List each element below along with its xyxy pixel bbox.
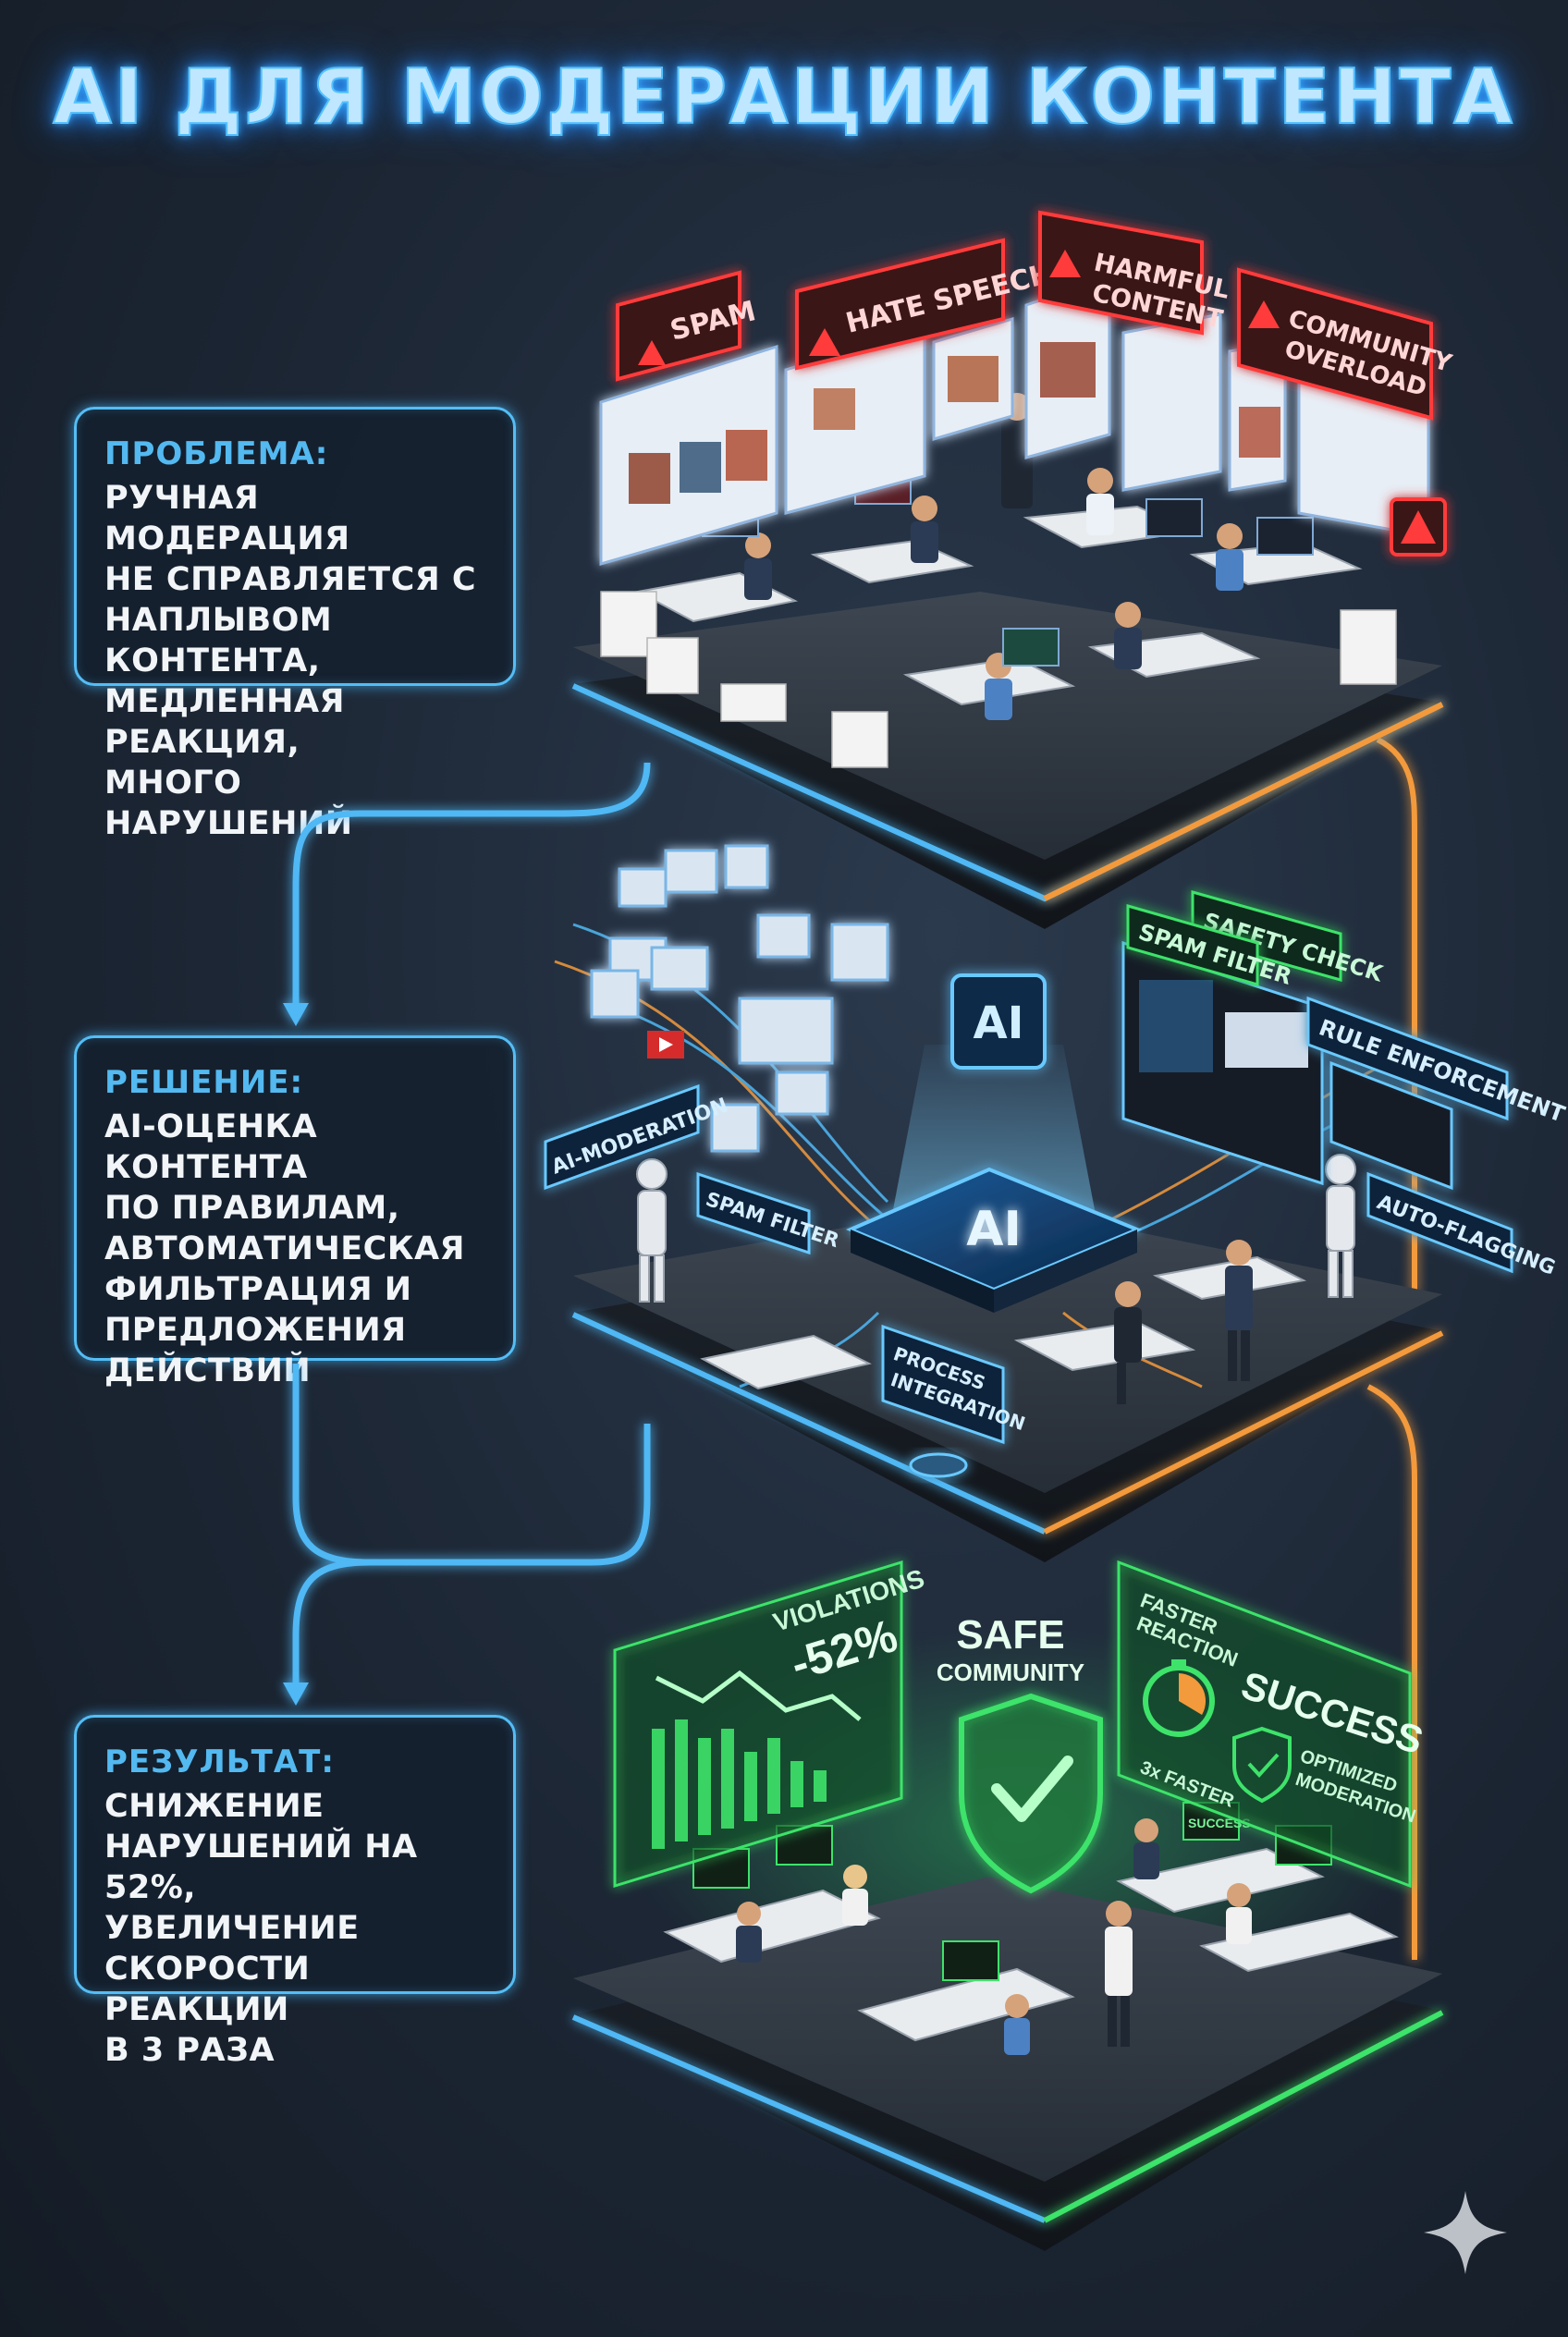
problem-line: РУЧНАЯ МОДЕРАЦИЯ: [104, 480, 350, 557]
problem-platform: [571, 393, 1444, 929]
success-panel: FASTER REACTION 3x FASTER SUCCESS OPTIMI…: [1117, 1560, 1428, 1889]
solution-line: ПО ПРАВИЛАМ,: [104, 1190, 400, 1227]
problem-line: НАПЛЫВОМ КОНТЕНТА,: [104, 602, 333, 679]
result-line: НАРУШЕНИЙ НА 52%,: [104, 1829, 418, 1906]
tag-spam-filter-left: SPAM FILTER: [696, 1171, 841, 1255]
result-line: УВЕЛИЧЕНИЕ: [104, 1910, 360, 1947]
problem-text: РУЧНАЯ МОДЕРАЦИЯ НЕ СПРАВЛЯЕТСЯ С НАПЛЫВ…: [104, 478, 485, 844]
result-line: В 3 РАЗА: [104, 2032, 276, 2069]
sparkle-icon: [1424, 2191, 1507, 2274]
shield-check-icon: [959, 1693, 1103, 1894]
solution-text: AI-ОЦЕНКА КОНТЕНТА ПО ПРАВИЛАМ, АВТОМАТИ…: [104, 1107, 485, 1391]
ai-hologram-label: AI: [973, 997, 1023, 1049]
community-label: COMMUNITY: [937, 1658, 1084, 1686]
result-text: СНИЖЕНИЕ НАРУШЕНИЙ НА 52%, УВЕЛИЧЕНИЕ СК…: [104, 1786, 485, 2071]
solution-heading: РЕШЕНИЕ:: [104, 1064, 304, 1101]
solution-line: АВТОМАТИЧЕСКАЯ: [104, 1230, 466, 1267]
safe-label: SAFE: [956, 1612, 1064, 1658]
result-card: РЕЗУЛЬТАТ: СНИЖЕНИЕ НАРУШЕНИЙ НА 52%, УВ…: [74, 1715, 516, 2069]
flow-connector-left: [292, 762, 651, 1687]
warning-harmful-content: HARMFUL CONTENT: [1038, 210, 1231, 336]
problem-line: НЕ СПРАВЛЯЕТСЯ С: [104, 561, 477, 598]
problem-heading: ПРОБЛЕМА:: [104, 435, 329, 472]
problem-card: ПРОБЛЕМА: РУЧНАЯ МОДЕРАЦИЯ НЕ СПРАВЛЯЕТС…: [74, 407, 516, 842]
problem-line: МЕДЛЕННАЯ РЕАКЦИЯ,: [104, 683, 346, 761]
warning-hate-speech: HATE SPEECH: [795, 238, 1056, 371]
tag-auto-flagging: AUTO-FLAGGING: [1366, 1171, 1559, 1280]
ai-chip-label: AI: [966, 1202, 1022, 1257]
solution-line: ДЕЙСТВИЙ: [104, 1352, 312, 1389]
flow-connector-right: [1366, 737, 1417, 1960]
result-line: СНИЖЕНИЕ: [104, 1788, 325, 1825]
solution-line: ФИЛЬТРАЦИЯ И: [104, 1271, 412, 1308]
result-line: СКОРОСТИ РЕАКЦИИ: [104, 1951, 311, 2028]
stopwatch-icon: [1143, 1659, 1215, 1737]
solution-card: РЕШЕНИЕ: AI-ОЦЕНКА КОНТЕНТА ПО ПРАВИЛАМ,…: [74, 1035, 516, 1389]
page-title: AI ДЛЯ МОДЕРАЦИИ КОНТЕНТА: [52, 53, 1515, 142]
warning-alert-icon: [1390, 497, 1447, 557]
tag-auto-flagging-label: AUTO-FLAGGING: [1374, 1191, 1559, 1280]
result-heading: РЕЗУЛЬТАТ:: [104, 1744, 335, 1780]
social-post-panels: [599, 275, 1430, 566]
solution-floating-panels: [590, 844, 1453, 1191]
warning-community-overload: COMMUNITY OVERLOAD: [1237, 267, 1455, 421]
mini-shield-icon: [1232, 1726, 1292, 1804]
flow-arrow-icon: [283, 1003, 309, 1706]
solution-platform: AI AI: [554, 923, 1444, 1562]
solution-line: AI-ОЦЕНКА КОНТЕНТА: [104, 1108, 318, 1186]
solution-line: ПРЕДЛОЖЕНИЯ: [104, 1312, 407, 1349]
result-holograms: VIOLATIONS -52% SAFE COMMUNITY FASTER RE…: [613, 1560, 1428, 1894]
